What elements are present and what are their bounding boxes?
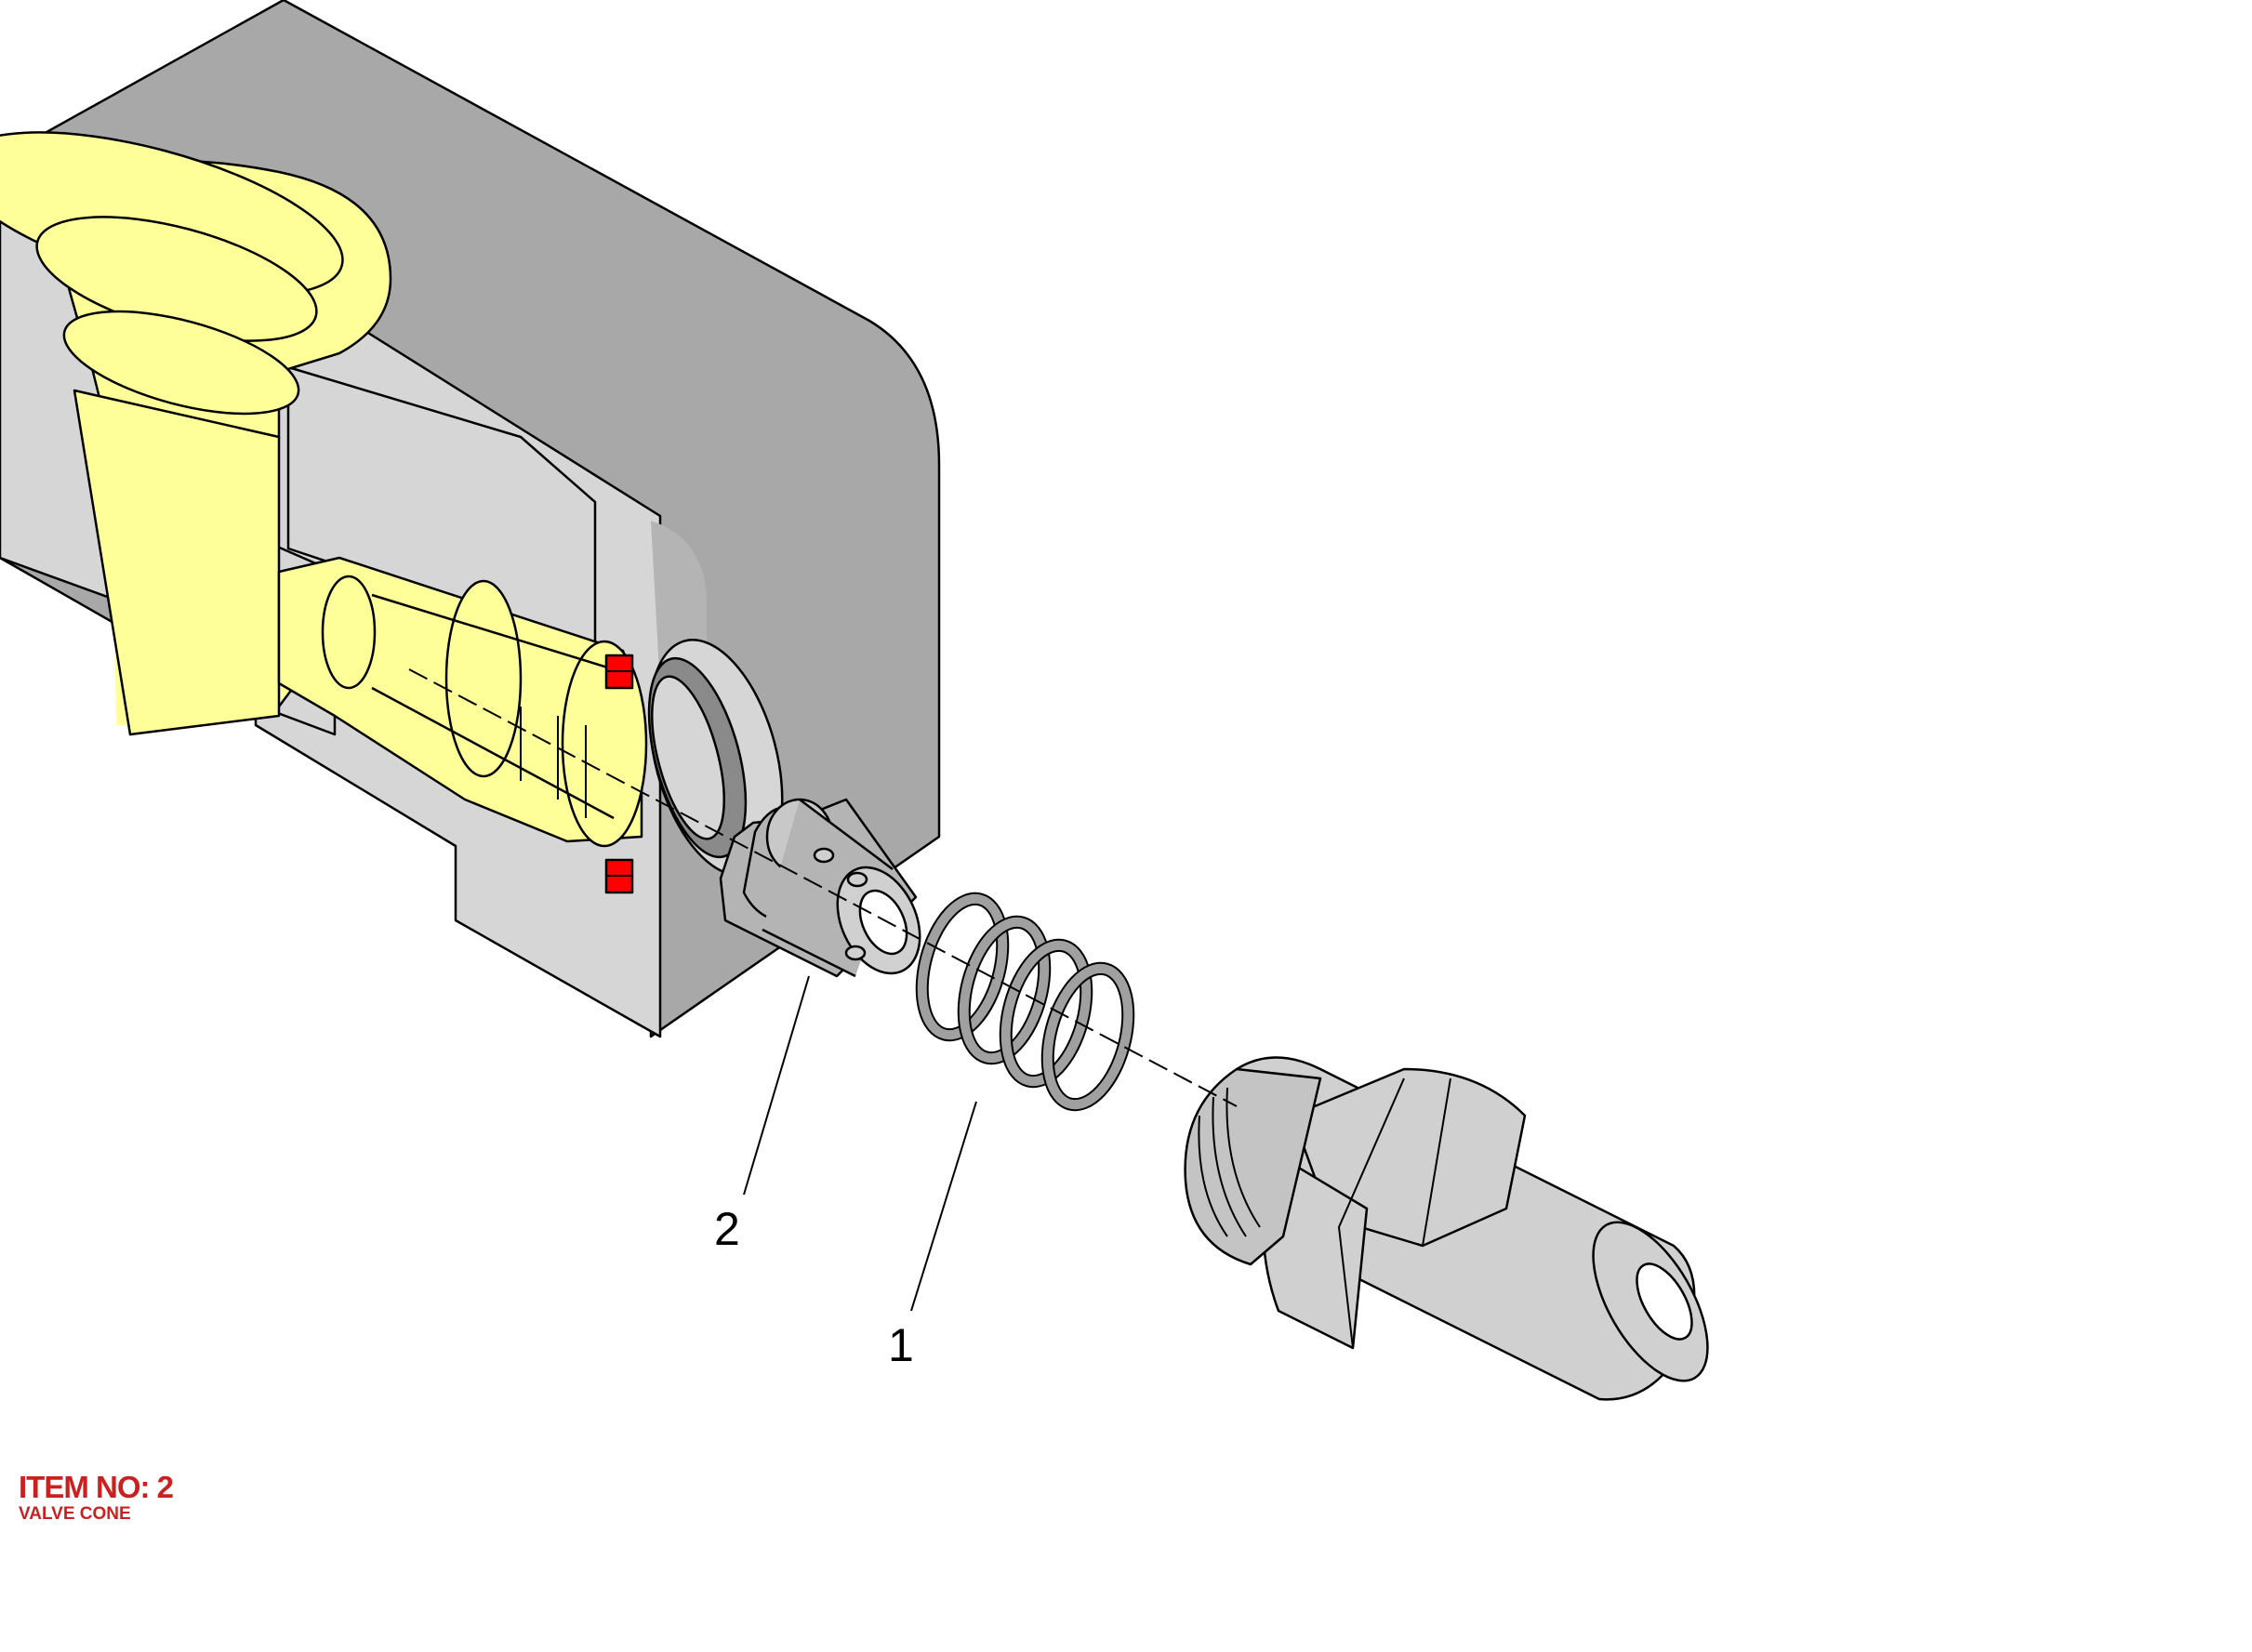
valve-cone-part [719, 798, 921, 978]
callout-label-2: 2 [714, 1203, 740, 1255]
item-number-title: ITEM NO: 2 [19, 1470, 174, 1504]
spring-part [915, 892, 1135, 1112]
callout-label-1: 1 [888, 1319, 914, 1371]
internal-bore [0, 131, 648, 848]
item-caption: ITEM NO: 2 VALVE CONE [19, 1470, 174, 1524]
leader-line-2 [743, 975, 810, 1196]
item-part-name: VALVE CONE [19, 1504, 131, 1524]
valve-seat [647, 639, 784, 877]
plug-fitting [1184, 1056, 1709, 1401]
centerline [408, 668, 1238, 1107]
seal-cut [604, 654, 634, 894]
leader-line-1 [910, 1101, 977, 1312]
